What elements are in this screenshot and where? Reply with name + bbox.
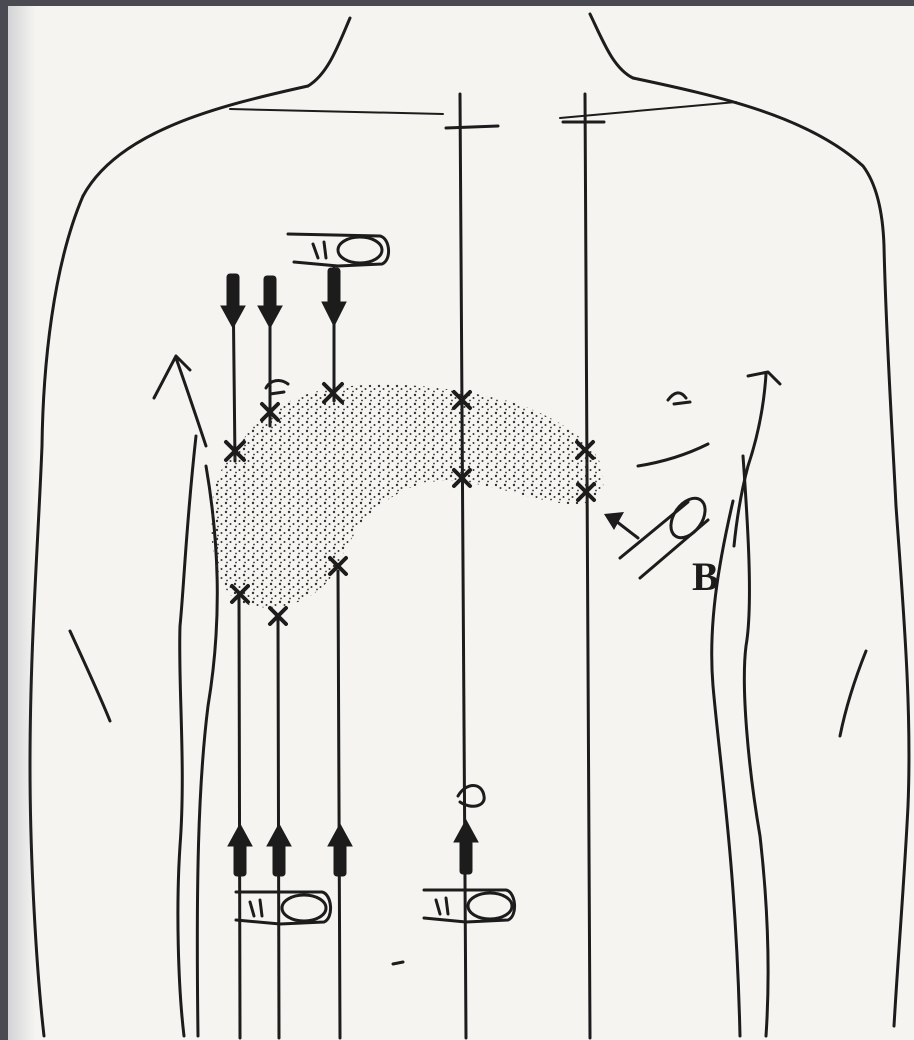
up-arrow-curve-right	[734, 372, 780, 546]
finger-icon-bottom-left	[236, 892, 331, 924]
downward-arrows	[221, 268, 346, 328]
midline-left	[460, 94, 466, 1038]
marker-b: B	[604, 492, 719, 599]
dash-mark	[393, 962, 403, 964]
lower-line-1	[239, 596, 240, 1038]
loop-mark	[458, 786, 484, 807]
down-arrow-3	[322, 268, 346, 326]
tick-mark	[668, 393, 690, 404]
finger-icon-top	[288, 234, 389, 266]
torso-diagram: B	[8, 6, 914, 1040]
diagram-frame: B	[8, 6, 914, 1040]
up-arrow-2	[267, 824, 291, 876]
shaded-region	[211, 384, 603, 607]
clavicles	[230, 102, 736, 118]
neck-right	[590, 14, 633, 78]
down-arrow-1	[221, 274, 245, 328]
up-arrow-curve-left	[154, 356, 206, 446]
up-arrow-1	[228, 824, 252, 876]
lower-line-3	[338, 571, 340, 1038]
shoulder-left	[83, 86, 308, 196]
left-arm-outer	[30, 196, 83, 1036]
marker-b-label: B	[692, 554, 719, 599]
up-arrow-3	[328, 824, 352, 876]
midline-left-tick	[446, 126, 498, 128]
right-elbow-crease	[840, 651, 866, 736]
left-elbow-crease	[70, 631, 110, 721]
right-arm-inner	[743, 456, 768, 1036]
neck-left	[308, 18, 350, 86]
left-arm-inner	[178, 436, 196, 1036]
midline-right	[585, 94, 590, 1038]
down-arrow-2	[258, 276, 282, 328]
finger-icon-bottom-mid	[424, 890, 515, 922]
body-outline	[30, 14, 909, 1036]
right-arm-outer	[884, 246, 909, 1026]
left-clavicle	[230, 109, 443, 114]
upward-arrows	[228, 820, 478, 876]
up-arrow-4	[454, 820, 478, 874]
shoulder-right	[633, 78, 884, 246]
curve-mark	[638, 444, 708, 466]
